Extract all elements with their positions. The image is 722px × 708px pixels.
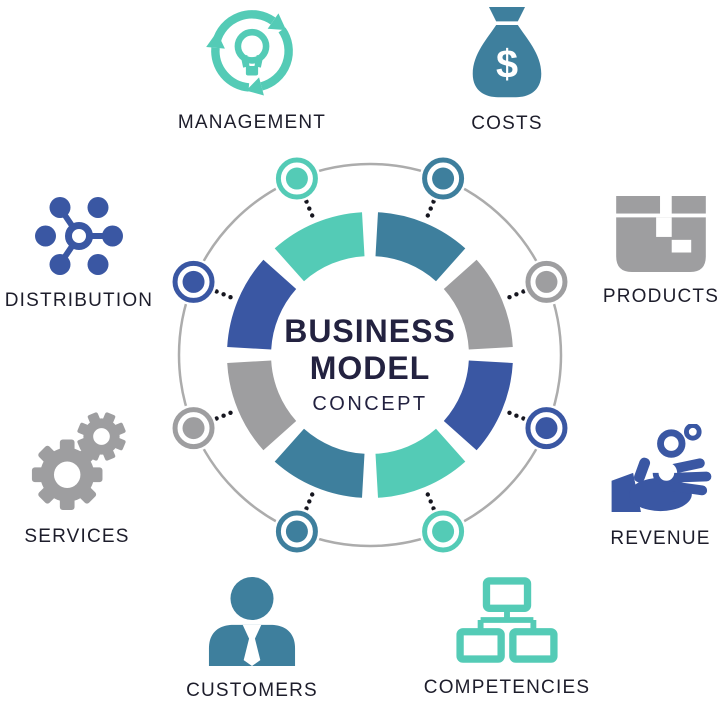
connector-dot — [221, 413, 226, 418]
item-label-competencies: COMPETENCIES — [423, 677, 591, 698]
connector-dot — [228, 295, 233, 300]
connector-dot — [425, 213, 430, 218]
connector-dot — [428, 499, 433, 504]
package-box-icon — [615, 196, 707, 272]
connector-dot — [214, 416, 219, 421]
connector-dot — [514, 292, 519, 297]
ring-segment-4 — [274, 428, 365, 498]
item-label-revenue: REVENUE — [610, 528, 711, 549]
connector-dot — [514, 413, 519, 418]
money-bag-icon: $ — [466, 7, 548, 99]
node-core-4 — [285, 520, 308, 543]
item-label-customers: CUSTOMERS — [186, 680, 318, 701]
node-core-2 — [535, 417, 558, 440]
ring-segment-0 — [375, 212, 466, 282]
item-services: SERVICES — [2, 410, 152, 548]
ring-segment-6 — [227, 259, 297, 350]
connector-dot — [304, 506, 309, 511]
ring-segment-1 — [443, 259, 513, 350]
connector-dot — [431, 199, 436, 204]
node-core-0 — [432, 167, 455, 190]
hand-coins-icon — [609, 423, 713, 514]
connector-dot — [431, 506, 436, 511]
cycle-bulb-icon — [204, 4, 300, 98]
gears-icon — [28, 410, 126, 512]
connector-dot — [307, 499, 312, 504]
item-costs: $ COSTS — [432, 7, 582, 135]
node-core-3 — [432, 520, 455, 543]
item-products: PRODUCTS — [591, 196, 722, 308]
connector-dot — [307, 206, 312, 211]
connector-dot — [310, 213, 315, 218]
node-core-5 — [182, 417, 205, 440]
network-hub-icon — [35, 196, 123, 276]
center-subtitle: CONCEPT — [312, 393, 427, 415]
ring-segment-2 — [443, 360, 513, 451]
item-customers: CUSTOMERS — [177, 576, 327, 702]
svg-text:$: $ — [496, 42, 518, 86]
connector-dot — [521, 416, 526, 421]
item-label-costs: COSTS — [471, 113, 543, 134]
connector-dot — [507, 410, 512, 415]
item-competencies: COMPETENCIES — [420, 577, 594, 699]
item-label-services: SERVICES — [24, 526, 130, 547]
connector-dot — [304, 199, 309, 204]
node-core-7 — [285, 167, 308, 190]
center-title-line2: MODEL — [310, 350, 431, 386]
item-management: MANAGEMENT — [172, 4, 332, 134]
item-revenue: REVENUE — [588, 423, 722, 550]
connector-dot — [228, 410, 233, 415]
connector-dot — [214, 289, 219, 294]
ring-segment-3 — [375, 428, 466, 498]
ring-segment-5 — [227, 360, 297, 451]
node-core-1 — [535, 270, 558, 293]
person-icon — [208, 576, 296, 666]
item-distribution: DISTRIBUTION — [2, 196, 156, 312]
node-core-6 — [182, 270, 205, 293]
item-label-management: MANAGEMENT — [177, 112, 327, 133]
item-label-distribution: DISTRIBUTION — [4, 290, 154, 311]
item-label-products: PRODUCTS — [602, 286, 720, 307]
connector-dot — [221, 292, 226, 297]
connector-dot — [521, 289, 526, 294]
center-title-line1: BUSINESS — [284, 313, 456, 349]
connector-dot — [507, 295, 512, 300]
connector-dot — [428, 206, 433, 211]
outer-circle — [177, 162, 563, 548]
connector-dot — [310, 492, 315, 497]
org-chart-icon — [455, 577, 559, 663]
ring-segment-7 — [274, 212, 365, 282]
connector-dot — [425, 492, 430, 497]
